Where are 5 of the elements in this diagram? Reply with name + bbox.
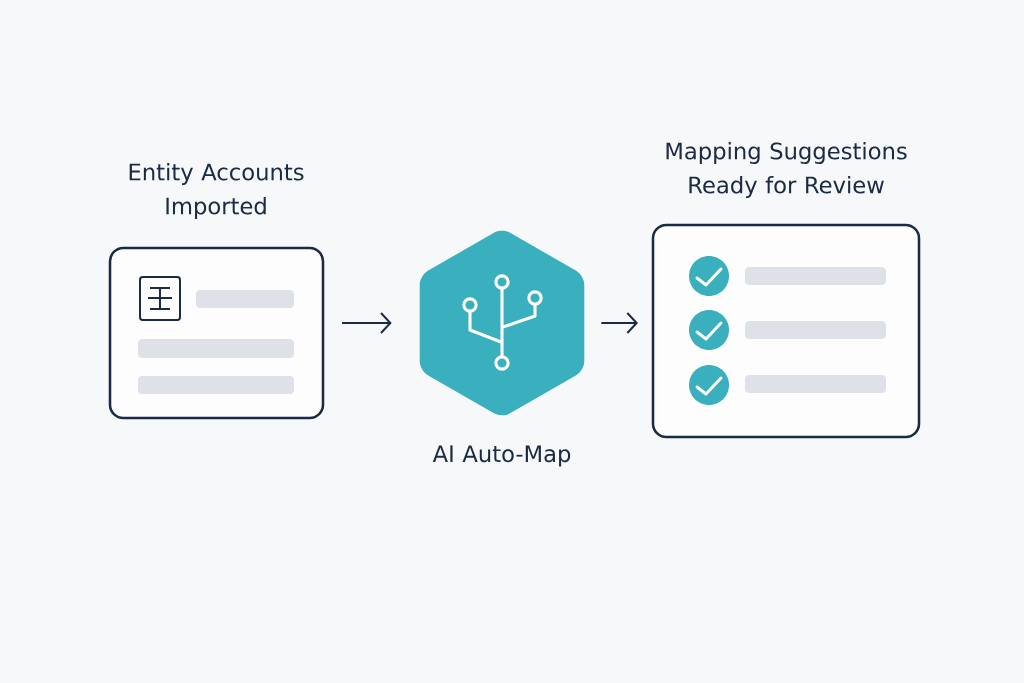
arrow <box>341 312 392 334</box>
node-title: Entity Accounts Imported <box>129 163 304 219</box>
node-title: AI Auto-Map <box>432 445 571 467</box>
arrow <box>600 312 638 334</box>
node-title: Mapping Suggestions Ready for Review <box>666 142 907 198</box>
